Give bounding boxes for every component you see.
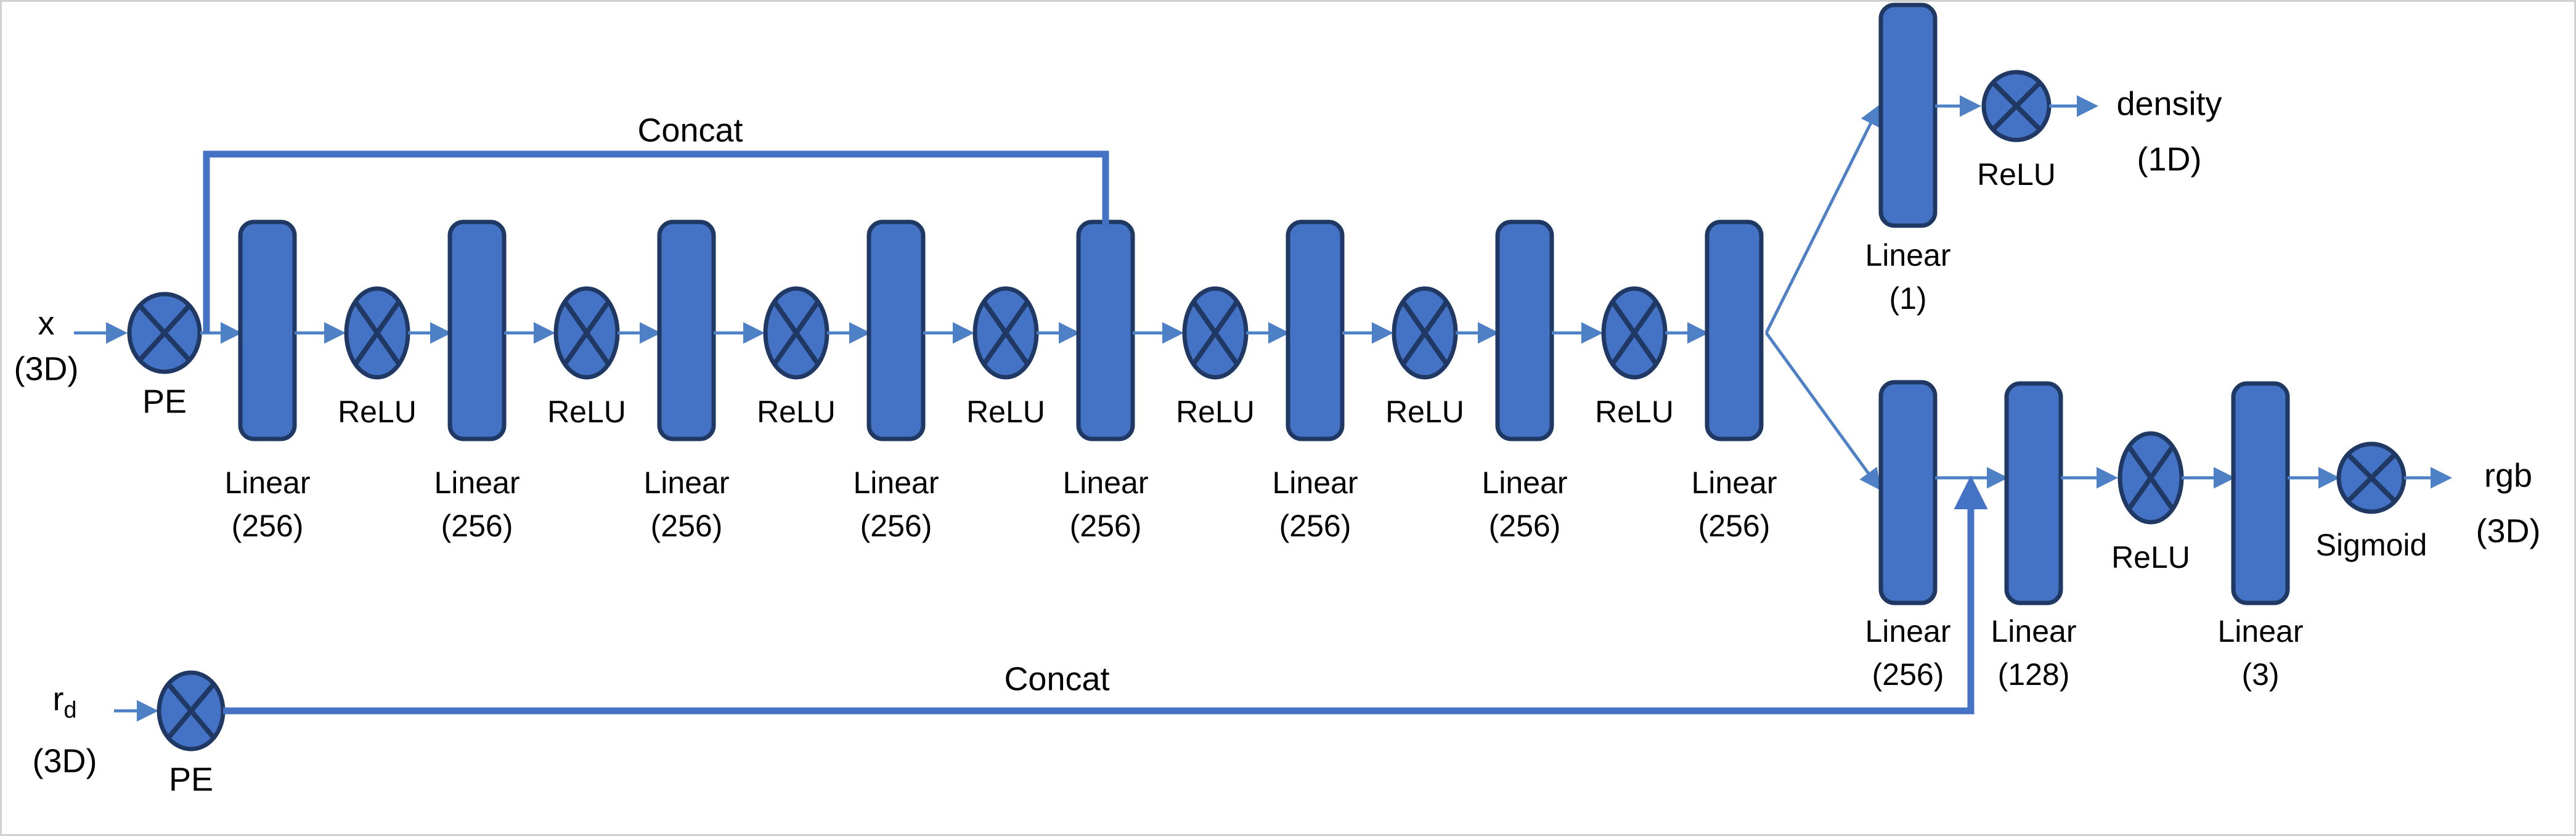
color-relu bbox=[2117, 431, 2184, 525]
pe-rd-node bbox=[157, 670, 226, 752]
color-linear-256-size: (256) bbox=[1872, 657, 1944, 692]
trunk-linear-4-label: Linear bbox=[854, 465, 939, 500]
trunk-linear-5-label: Linear bbox=[1063, 465, 1149, 500]
output-density-dim: (1D) bbox=[2137, 141, 2202, 178]
trunk-linear-1 bbox=[238, 219, 297, 441]
trunk-linear-8 bbox=[1705, 219, 1764, 441]
trunk-relu-2 bbox=[553, 286, 620, 380]
trunk-linear-4 bbox=[866, 219, 926, 441]
output-rgb-label: rgb bbox=[2484, 457, 2532, 494]
density-linear-1-label: Linear bbox=[1865, 238, 1951, 273]
color-linear-128-label: Linear bbox=[1991, 614, 2077, 649]
color-linear-3-size: (3) bbox=[2241, 657, 2279, 692]
trunk-relu-5 bbox=[1182, 286, 1249, 380]
color-relu-label: ReLU bbox=[2111, 540, 2190, 575]
trunk-linear-6-size: (256) bbox=[1279, 509, 1351, 543]
trunk-linear-1-label: Linear bbox=[225, 465, 311, 500]
density-relu-label: ReLU bbox=[1977, 157, 2056, 192]
output-density-label: density bbox=[2116, 85, 2222, 122]
trunk-linear-7 bbox=[1495, 219, 1554, 441]
trunk-relu-3-label: ReLU bbox=[757, 395, 836, 429]
trunk-linear-3 bbox=[657, 219, 716, 441]
trunk-linear-6 bbox=[1286, 219, 1345, 441]
color-sigmoid-label: Sigmoid bbox=[2316, 528, 2427, 562]
density-linear-1 bbox=[1878, 2, 1938, 228]
skip-connection-bottom-label: Concat bbox=[1004, 660, 1109, 697]
branch-to-color-linear bbox=[1764, 332, 1881, 491]
trunk-relu-4-label: ReLU bbox=[966, 395, 1045, 429]
input-rd-dim: (3D) bbox=[33, 742, 97, 779]
pe-x-node bbox=[127, 292, 202, 374]
color-linear-256 bbox=[1878, 380, 1938, 605]
trunk-linear-1-size: (256) bbox=[232, 509, 304, 543]
trunk-linear-3-size: (256) bbox=[651, 509, 723, 543]
pe-rd-label: PE bbox=[169, 761, 213, 798]
input-x-dim: (3D) bbox=[14, 350, 79, 387]
skip-connection-top-label: Concat bbox=[637, 112, 743, 149]
output-rgb-dim: (3D) bbox=[2476, 512, 2541, 549]
input-rd-symbol: rd bbox=[52, 681, 76, 723]
trunk-relu-5-label: ReLU bbox=[1176, 395, 1255, 429]
trunk-linear-7-label: Linear bbox=[1482, 465, 1568, 500]
trunk-relu-7 bbox=[1601, 286, 1668, 380]
trunk-linear-8-label: Linear bbox=[1692, 465, 1777, 500]
trunk-linear-2-size: (256) bbox=[441, 509, 513, 543]
pe-x-label: PE bbox=[142, 383, 187, 420]
trunk-linear-3-label: Linear bbox=[644, 465, 730, 500]
skip-connection-bottom-path bbox=[223, 475, 1988, 715]
color-linear-128-size: (128) bbox=[1998, 657, 2070, 692]
color-linear-3 bbox=[2231, 381, 2290, 605]
trunk-relu-2-label: ReLU bbox=[547, 395, 626, 429]
trunk-linear-2 bbox=[447, 219, 507, 441]
trunk-relu-6 bbox=[1392, 286, 1458, 380]
skip-connection-top-path bbox=[203, 150, 1123, 333]
branch-to-density-linear bbox=[1764, 104, 1881, 334]
color-linear-3-label: Linear bbox=[2218, 614, 2304, 649]
trunk-relu-1 bbox=[344, 286, 410, 380]
trunk-linear-2-label: Linear bbox=[434, 465, 520, 500]
density-linear-1-size: (1) bbox=[1889, 281, 1926, 316]
trunk-linear-5-size: (256) bbox=[1070, 509, 1142, 543]
color-linear-128 bbox=[2004, 381, 2063, 605]
trunk-relu-1-label: ReLU bbox=[338, 395, 417, 429]
trunk-relu-4 bbox=[972, 286, 1039, 380]
color-sigmoid bbox=[2336, 441, 2407, 514]
color-linear-256-label: Linear bbox=[1865, 614, 1951, 649]
input-x-symbol: x bbox=[38, 305, 55, 342]
trunk-linear-7-size: (256) bbox=[1489, 509, 1561, 543]
trunk-relu-6-label: ReLU bbox=[1385, 395, 1464, 429]
density-relu bbox=[1981, 70, 2052, 142]
trunk-linear-6-label: Linear bbox=[1273, 465, 1358, 500]
trunk-linear-8-size: (256) bbox=[1698, 509, 1771, 543]
trunk-relu-7-label: ReLU bbox=[1595, 395, 1674, 429]
trunk-relu-3 bbox=[763, 286, 829, 380]
trunk-linear-4-size: (256) bbox=[860, 509, 932, 543]
